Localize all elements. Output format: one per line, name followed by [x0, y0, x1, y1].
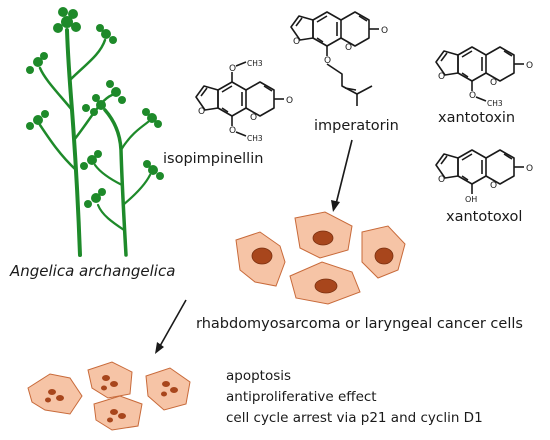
atom-label: O [438, 72, 445, 82]
arrow-compounds-to-cells [335, 139, 353, 205]
cell-nucleus [374, 247, 394, 265]
atom-label: O [490, 181, 497, 191]
effect-antiproliferative: antiproliferative effect [226, 389, 377, 405]
imperatorin-label: imperatorin [314, 118, 399, 134]
substituent-group-label: CH3 [247, 59, 263, 68]
atom-label: O [198, 107, 205, 117]
plant-branch [68, 38, 107, 82]
plant-name-label: Angelica archangelica [10, 262, 176, 280]
atom-label: O [438, 175, 445, 185]
imperatorin-structure [290, 11, 379, 106]
isopimpinellin-label: isopimpinellin [163, 151, 264, 167]
xantotoxin-structure [435, 46, 524, 102]
effect-cell-cycle-arrest: cell cycle arrest via p21 and cyclin D1 [226, 410, 483, 426]
atom-label: O [293, 37, 300, 47]
xantotoxin-label: xantotoxin [438, 110, 516, 126]
effect-apoptosis: apoptosis [226, 368, 292, 384]
atom-label: O [490, 78, 497, 88]
substituent-label: OH [465, 195, 477, 204]
cell-nucleus [251, 247, 273, 265]
damaged-cell [27, 373, 83, 415]
isopimpinellin-structure [195, 61, 284, 137]
plant-branch [96, 203, 126, 232]
plant-branch [121, 173, 152, 207]
damaged-cell [93, 395, 143, 431]
cell-nucleus [314, 278, 338, 294]
substituent-label: O [324, 56, 331, 66]
substituent-group-label: CH3 [247, 134, 263, 143]
plant-second-stem [103, 108, 128, 257]
atom-label: O [250, 113, 257, 123]
atom-label: O [345, 43, 352, 53]
atom-label: O [381, 26, 388, 36]
substituent-label: O [469, 91, 476, 101]
substituent-label: O [229, 126, 236, 136]
atom-label: O [286, 96, 293, 106]
plant-main-stem [65, 28, 82, 257]
cell-nucleus [312, 230, 334, 246]
atom-label: O [526, 61, 533, 71]
xantotoxol-label: xantotoxol [446, 209, 523, 225]
atom-label: O [526, 164, 533, 174]
plant-branch [93, 163, 124, 187]
arrow-cells-to-effects [159, 299, 187, 347]
substituent-group-label: CH3 [487, 99, 503, 108]
plant-branch [38, 66, 74, 112]
target-cells-label: rhabdomyosarcoma or laryngeal cancer cel… [196, 316, 523, 332]
plant-branch [38, 123, 78, 172]
substituent-label: O [229, 64, 236, 74]
plant-branch [119, 120, 150, 152]
xantotoxol-structure [435, 149, 524, 194]
damaged-cell [145, 367, 191, 411]
plant-flower-clusters [26, 7, 164, 208]
damaged-cell [87, 361, 133, 399]
